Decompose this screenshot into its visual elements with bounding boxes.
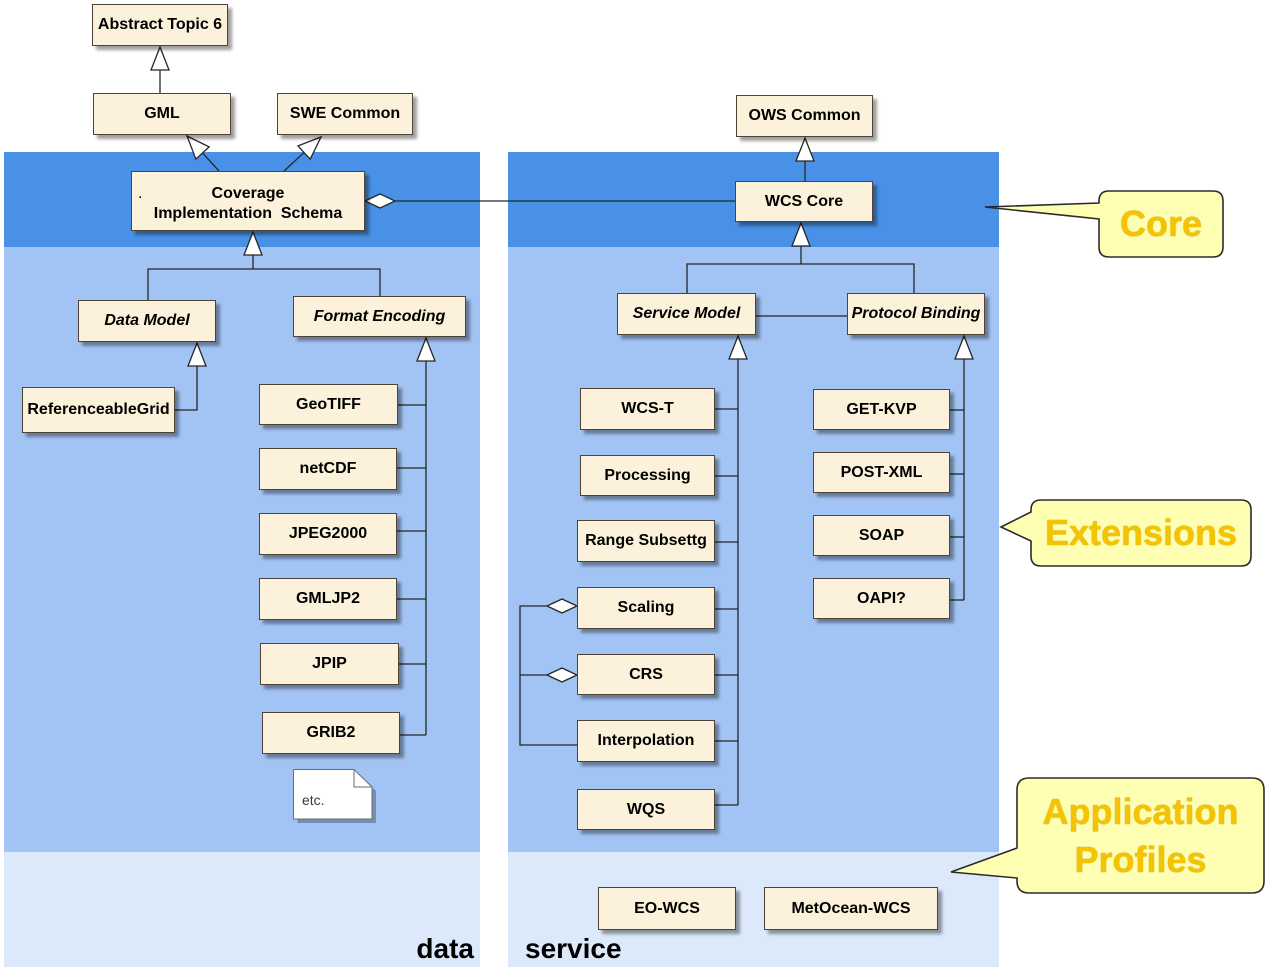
application-profiles-callout-bubble — [950, 777, 1265, 894]
extension-crs-class: CRS — [577, 654, 715, 695]
generalization-line — [175, 366, 198, 411]
core-callout-text: Core — [1119, 203, 1203, 244]
application-profiles-callout-text: Application Profiles — [1042, 790, 1239, 880]
extension-wcs-t-class: WCS-T — [580, 388, 715, 430]
binding-soap-class: SOAP — [813, 515, 950, 556]
extension-processing-class: Processing — [580, 455, 715, 496]
wcs-core-class: WCS Core — [735, 181, 873, 222]
service-column-label: service — [525, 933, 622, 964]
binding-get-kvp-class: GET-KVP — [813, 389, 950, 430]
swe-common-class: SWE Common — [277, 93, 413, 135]
profile-eo-wcs-class: EO-WCS — [598, 887, 736, 930]
format-encoding-class: Format Encoding — [293, 296, 466, 337]
service-model-class: Service Model — [617, 293, 756, 335]
note-shape — [293, 769, 376, 823]
coverage-implementation-schema-class: . Coverage Implementation Schema — [131, 171, 365, 231]
etc-note: etc. — [293, 769, 379, 825]
note-body — [293, 769, 373, 820]
note-fold — [353, 769, 372, 788]
extension-interpolation-class: Interpolation — [577, 720, 715, 762]
extensions-callout-text: Extensions — [1044, 512, 1238, 553]
class-label-line-1: Coverage — [211, 185, 285, 202]
extension-scaling-class: Scaling — [577, 587, 715, 629]
extensions-callout-bubble — [999, 499, 1252, 567]
data-profiles-band — [4, 852, 480, 967]
referenceable-grid-class: ReferenceableGrid — [22, 387, 175, 433]
data-extensions-band — [4, 247, 480, 852]
generalization-line — [283, 152, 305, 172]
protocol-binding-class: Protocol Binding — [847, 293, 985, 335]
data-model-class: Data Model — [78, 300, 216, 342]
format-netcdf-class: netCDF — [259, 448, 397, 490]
core-callout-bubble — [984, 190, 1224, 258]
extension-range-subsetting-class: Range Subsettg — [577, 520, 715, 562]
generalization-line — [686, 263, 915, 293]
format-geotiff-class: GeoTIFF — [259, 384, 398, 425]
note-text: etc. — [302, 792, 325, 808]
generalization-line — [147, 268, 381, 300]
class-label-line-2: Implementation Schema — [153, 205, 343, 222]
extension-wqs-class: WQS — [577, 789, 715, 830]
gml-class: GML — [93, 93, 231, 135]
class-marker: . — [138, 185, 143, 202]
generalization-line — [202, 152, 220, 172]
data-column-label: data — [416, 933, 474, 964]
binding-oapi-class: OAPI? — [813, 578, 950, 619]
binding-post-xml-class: POST-XML — [813, 452, 950, 493]
format-jpip-class: JPIP — [260, 643, 399, 685]
format-gmljp2-class: GMLJP2 — [259, 578, 397, 620]
ows-common-class: OWS Common — [736, 95, 873, 137]
format-grib2-class: GRIB2 — [262, 712, 400, 754]
profile-metocean-wcs-class: MetOcean-WCS — [764, 887, 938, 930]
format-jpeg2000-class: JPEG2000 — [259, 513, 397, 555]
abstract-topic-6-class: Abstract Topic 6 — [92, 4, 228, 46]
